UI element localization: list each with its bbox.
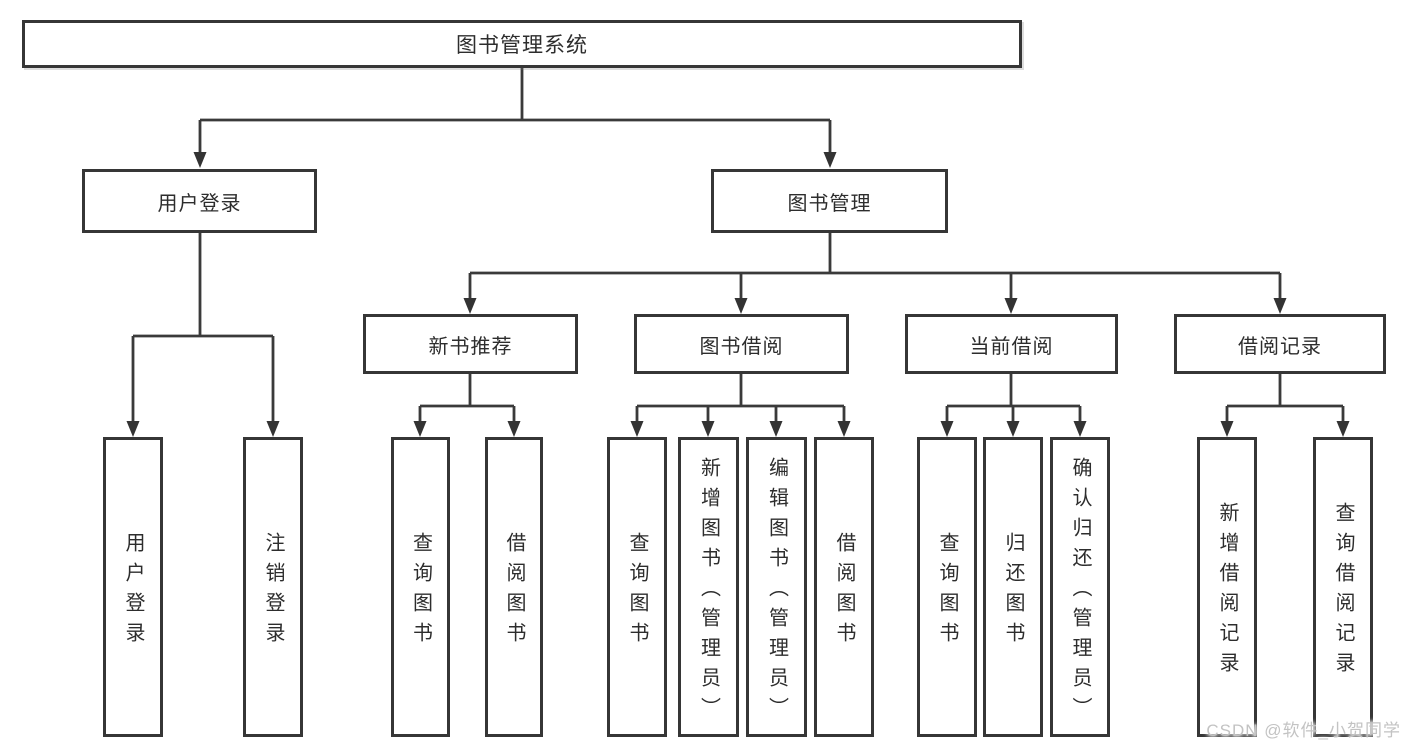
leaf-label: 借阅图书 [503, 532, 525, 652]
node-current-borrow: 当前借阅 [905, 314, 1118, 374]
leaf-label: 借阅图书 [833, 532, 855, 652]
leaf-label: 编辑图书（管理员） [765, 457, 788, 727]
leaf-label: 查询图书 [409, 532, 432, 652]
leaf-query-books-2: 查询图书 [607, 437, 667, 737]
leaf-label: 查询图书 [936, 532, 958, 652]
leaf-label: 确认归还（管理员） [1069, 457, 1091, 727]
leaf-return-books: 归还图书 [983, 437, 1043, 737]
leaf-logout: 注销登录 [243, 437, 303, 737]
leaf-borrow-books-2: 借阅图书 [814, 437, 874, 737]
leaf-label: 查询借阅记录 [1332, 502, 1354, 682]
node-new-book-recommend: 新书推荐 [363, 314, 578, 374]
node-book-management: 图书管理 [711, 169, 948, 233]
leaf-add-borrow-record: 新增借阅记录 [1197, 437, 1257, 737]
leaf-label: 新增借阅记录 [1216, 502, 1238, 682]
leaf-confirm-return-admin: 确认归还（管理员） [1050, 437, 1110, 737]
node-book-borrow: 图书借阅 [634, 314, 849, 374]
csdn-watermark: CSDN @软件_小贺同学 [1206, 721, 1401, 740]
leaf-borrow-books-1: 借阅图书 [485, 437, 543, 737]
leaf-query-books-1: 查询图书 [391, 437, 450, 737]
leaf-user-login: 用户登录 [103, 437, 163, 737]
leaf-label: 用户登录 [122, 532, 144, 652]
leaf-label: 查询图书 [626, 532, 648, 652]
leaf-label: 注销登录 [262, 532, 284, 652]
leaf-label: 归还图书 [1002, 532, 1024, 652]
node-user-login: 用户登录 [82, 169, 317, 233]
leaf-label: 新增图书（管理员） [697, 457, 720, 727]
leaf-edit-books-admin: 编辑图书（管理员） [746, 437, 807, 737]
leaf-add-books-admin: 新增图书（管理员） [678, 437, 739, 737]
node-root-system: 图书管理系统 [22, 20, 1022, 68]
node-borrow-records: 借阅记录 [1174, 314, 1386, 374]
leaf-query-borrow-record: 查询借阅记录 [1313, 437, 1373, 737]
leaf-query-books-3: 查询图书 [917, 437, 977, 737]
